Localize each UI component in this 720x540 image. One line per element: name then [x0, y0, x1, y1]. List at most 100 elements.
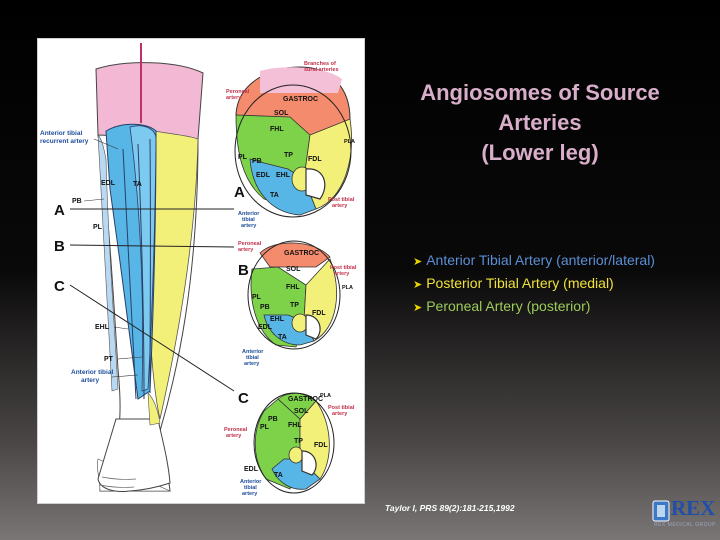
- a-ta: TA: [270, 192, 279, 199]
- title-line-2: Arteries: [498, 110, 582, 135]
- section-a-labels: Branches of sural arteries Peroneal arte…: [226, 61, 355, 229]
- leader-recurrent: [93, 138, 119, 150]
- b-anterior-1: Anterior: [242, 349, 264, 355]
- level-a-right: A: [234, 184, 245, 201]
- level-c-left: C: [54, 278, 65, 295]
- bullet-anterior-tibial: ➤Anterior Tibial Artery (anterior/latera…: [413, 250, 655, 273]
- a-anterior-3: artery: [241, 223, 257, 229]
- a-edl: EDL: [256, 172, 271, 179]
- c-pla: PLA: [320, 393, 331, 399]
- a-sol: SOL: [274, 110, 289, 117]
- a-anterior-1: Anterior: [238, 211, 260, 217]
- label-anterior-tibial-artery-2: artery: [81, 377, 99, 384]
- a-fdl: FDL: [308, 156, 322, 163]
- rex-logo: REX REX MEDICAL GROUP: [652, 496, 716, 532]
- label-pt: PT: [104, 356, 114, 363]
- b-peroneal-1: Peroneal: [238, 241, 262, 247]
- c-post-tibial-1: Post tibial: [328, 405, 355, 411]
- bullet-text-2: Posterior Tibial Artery (medial): [426, 275, 614, 291]
- a-branches-2: sural arteries: [304, 67, 339, 73]
- b-fhl: FHL: [286, 284, 300, 291]
- a-fhl: FHL: [270, 126, 284, 133]
- arrow-bullet-icon: ➤: [413, 256, 423, 268]
- label-anterior-tibial-recurrent-1: Anterior tibial: [40, 130, 82, 137]
- b-ta: TA: [278, 334, 287, 341]
- level-b-right: B: [238, 262, 249, 279]
- label-pl: PL: [93, 224, 103, 231]
- section-c-bone: [288, 446, 304, 464]
- a-ehl: EHL: [276, 172, 291, 179]
- c-pl: PL: [260, 424, 270, 431]
- arrow-bullet-icon: ➤: [413, 279, 423, 291]
- c-tp: TP: [294, 438, 303, 445]
- section-a-outline: [234, 84, 352, 218]
- b-anterior-3: artery: [244, 361, 260, 367]
- c-anterior-3: artery: [242, 491, 258, 497]
- a-anterior-2: tibial: [242, 217, 255, 223]
- c-sol: SOL: [294, 408, 309, 415]
- bullet-list: ➤Anterior Tibial Artery (anterior/latera…: [413, 250, 655, 319]
- b-fdl: FDL: [312, 310, 326, 317]
- citation: Taylor I, PRS 89(2):181-215,1992: [385, 503, 515, 513]
- label-edl: EDL: [101, 180, 116, 187]
- label-ehl: EHL: [95, 324, 110, 331]
- section-b-posterior: [259, 242, 331, 268]
- label-pb: PB: [72, 198, 82, 205]
- a-tp: TP: [284, 152, 293, 159]
- level-markers: A B C A B C: [54, 184, 249, 407]
- leader-at: [111, 374, 139, 378]
- logo-icon: [652, 500, 670, 522]
- a-gastroc: GASTROC: [283, 96, 318, 103]
- a-peroneal-1: Peroneal: [226, 89, 250, 95]
- title-line-3: (Lower leg): [481, 140, 599, 165]
- b-post-tibial-2: artery: [334, 271, 350, 277]
- b-pla: PLA: [342, 285, 353, 291]
- label-anterior-tibial-recurrent-2: recurrent artery: [40, 138, 89, 145]
- toes: [99, 476, 137, 488]
- level-b-left: B: [54, 238, 65, 255]
- b-edl: EDL: [258, 324, 273, 331]
- angiosome-figure: Anterior tibial recurrent artery PB EDL …: [37, 38, 365, 504]
- c-edl: EDL: [244, 466, 259, 473]
- b-peroneal-2: artery: [238, 247, 254, 253]
- section-line-c: [69, 284, 235, 392]
- c-ta: TA: [274, 472, 283, 479]
- leader-pt: [117, 356, 143, 360]
- slide-title: Angiosomes of Source Arteries (Lower leg…: [385, 78, 695, 168]
- bullet-text-3: Peroneal Artery (posterior): [426, 298, 591, 314]
- b-pl: PL: [252, 294, 262, 301]
- a-pla: PLA: [344, 139, 355, 145]
- level-c-right: C: [238, 390, 249, 407]
- c-fdl: FDL: [314, 442, 328, 449]
- section-b-tibia: [305, 314, 321, 340]
- leg-illustration: [95, 43, 204, 492]
- section-line-b: [69, 244, 235, 248]
- a-post-tibial-1: Post tibial: [328, 197, 355, 203]
- c-fhl: FHL: [288, 422, 302, 429]
- section-a-tibia: [305, 168, 326, 200]
- c-peroneal-1: Peroneal: [224, 427, 248, 433]
- section-c-outline: [253, 392, 335, 494]
- bullet-peroneal: ➤Peroneal Artery (posterior): [413, 296, 655, 319]
- level-a-left: A: [54, 202, 65, 219]
- logo-text: REX: [671, 496, 716, 520]
- section-b-outline: [247, 240, 341, 350]
- b-gastroc: GASTROC: [284, 250, 319, 257]
- tendon-2: [137, 143, 145, 400]
- c-pb: PB: [268, 416, 278, 423]
- tendon-1: [122, 148, 137, 400]
- section-b-labels: Peroneal artery GASTROC SOL FHL PLA PL P…: [238, 241, 357, 367]
- cross-section-b: [247, 240, 341, 350]
- cross-section-a: [234, 66, 352, 218]
- bullet-posterior-tibial: ➤Posterior Tibial Artery (medial): [413, 273, 655, 296]
- c-anterior-1: Anterior: [240, 479, 262, 485]
- a-pl: PL: [238, 154, 248, 161]
- bullet-text-1: Anterior Tibial Artery (anterior/lateral…: [426, 252, 655, 268]
- c-peroneal-2: artery: [226, 433, 242, 439]
- angiosome-diagram: Anterior tibial recurrent artery PB EDL …: [40, 43, 357, 497]
- a-post-tibial-2: artery: [332, 203, 348, 209]
- b-sol: SOL: [286, 266, 301, 273]
- c-post-tibial-2: artery: [332, 411, 348, 417]
- title-line-1: Angiosomes of Source: [420, 80, 660, 105]
- b-anterior-2: tibial: [246, 355, 259, 361]
